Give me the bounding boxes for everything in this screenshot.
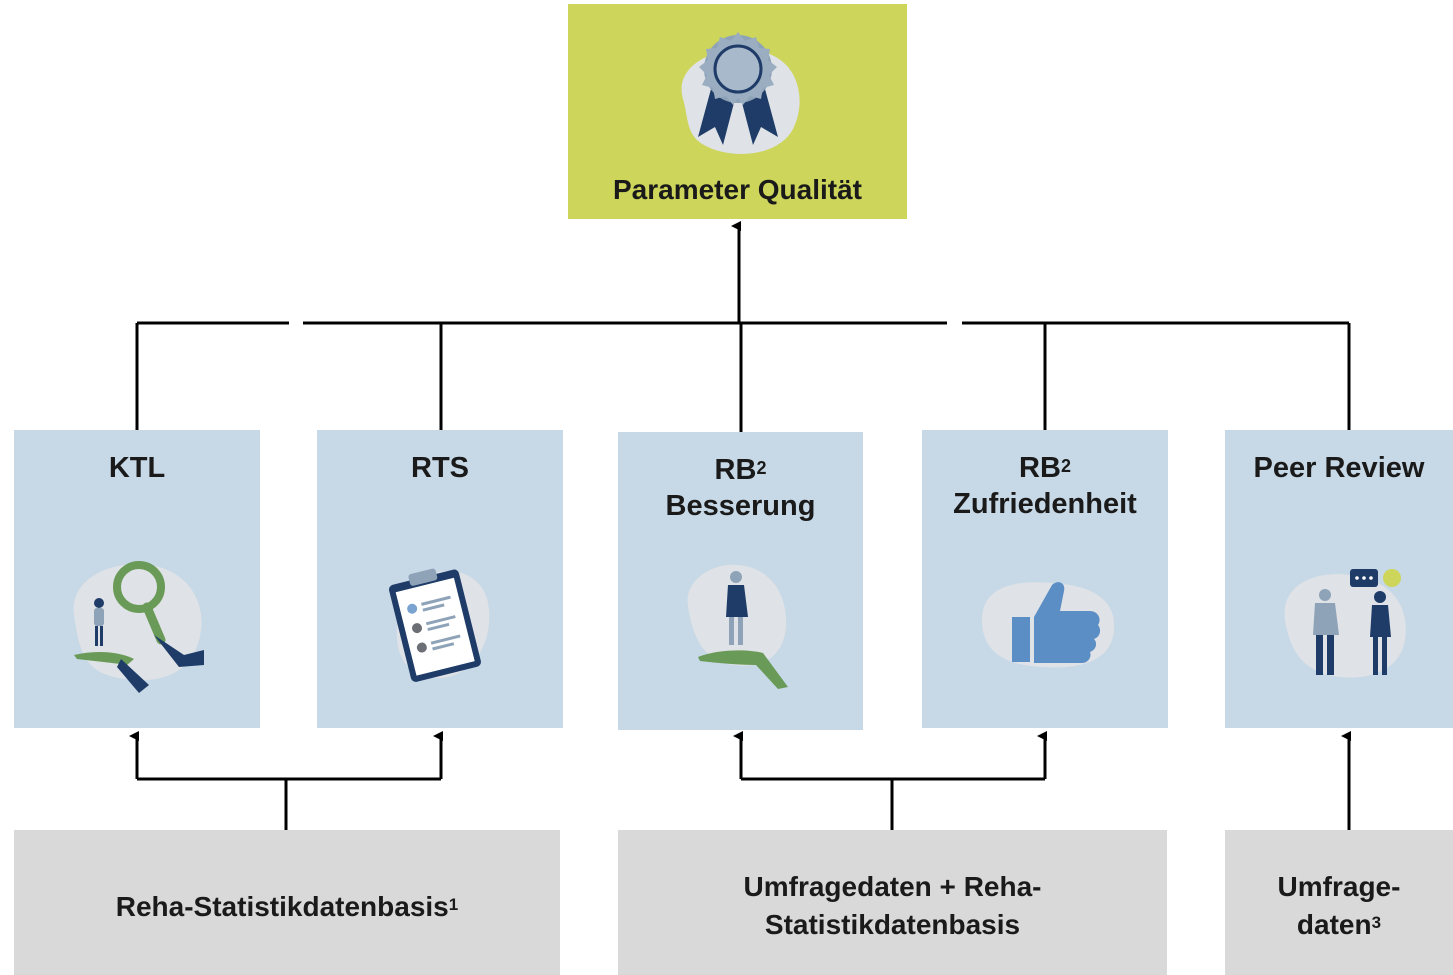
award-ribbon-icon — [681, 32, 800, 154]
parameter-box-ktl: KTL — [14, 430, 260, 728]
parameter-title: Peer Review — [1253, 452, 1425, 484]
parameter-title: RB2 Besserung — [665, 454, 816, 522]
parameter-box-rb-zufriedenheit: RB2 Zufriedenheit — [922, 430, 1168, 728]
parameter-quality-label: Parameter Qualität — [613, 174, 862, 205]
source-title: Reha-Statistikdatenbasis1 — [115, 891, 459, 922]
parameter-box-rts: RTS — [317, 430, 563, 728]
source-box-reha-statistik: Reha-Statistikdatenbasis1 — [14, 830, 560, 975]
thumbs-up-icon — [982, 582, 1115, 668]
source-title: Umfrage- daten3 — [1277, 871, 1401, 940]
parameter-title: RB2 Zufriedenheit — [953, 452, 1137, 520]
parameter-box-rb-besserung: RB2 Besserung — [618, 432, 863, 730]
parameter-title: RTS — [411, 452, 469, 484]
clipboard-checklist-icon — [389, 568, 490, 682]
source-box-umfragedaten: Umfrage- daten3 — [1225, 830, 1453, 975]
magnifier-hand-icon — [73, 561, 204, 693]
parameter-title: KTL — [108, 452, 166, 484]
parameter-box-peer-review: Peer Review — [1225, 430, 1453, 728]
source-box-umfrage-reha: Umfragedaten + Reha- Statistikdatenbasis — [618, 830, 1167, 975]
source-title: Umfragedaten + Reha- Statistikdatenbasis — [743, 871, 1042, 940]
person-on-hand-icon — [687, 564, 788, 689]
people-conversation-icon — [1284, 569, 1406, 678]
parameter-quality-box: Parameter Qualität — [568, 4, 907, 219]
